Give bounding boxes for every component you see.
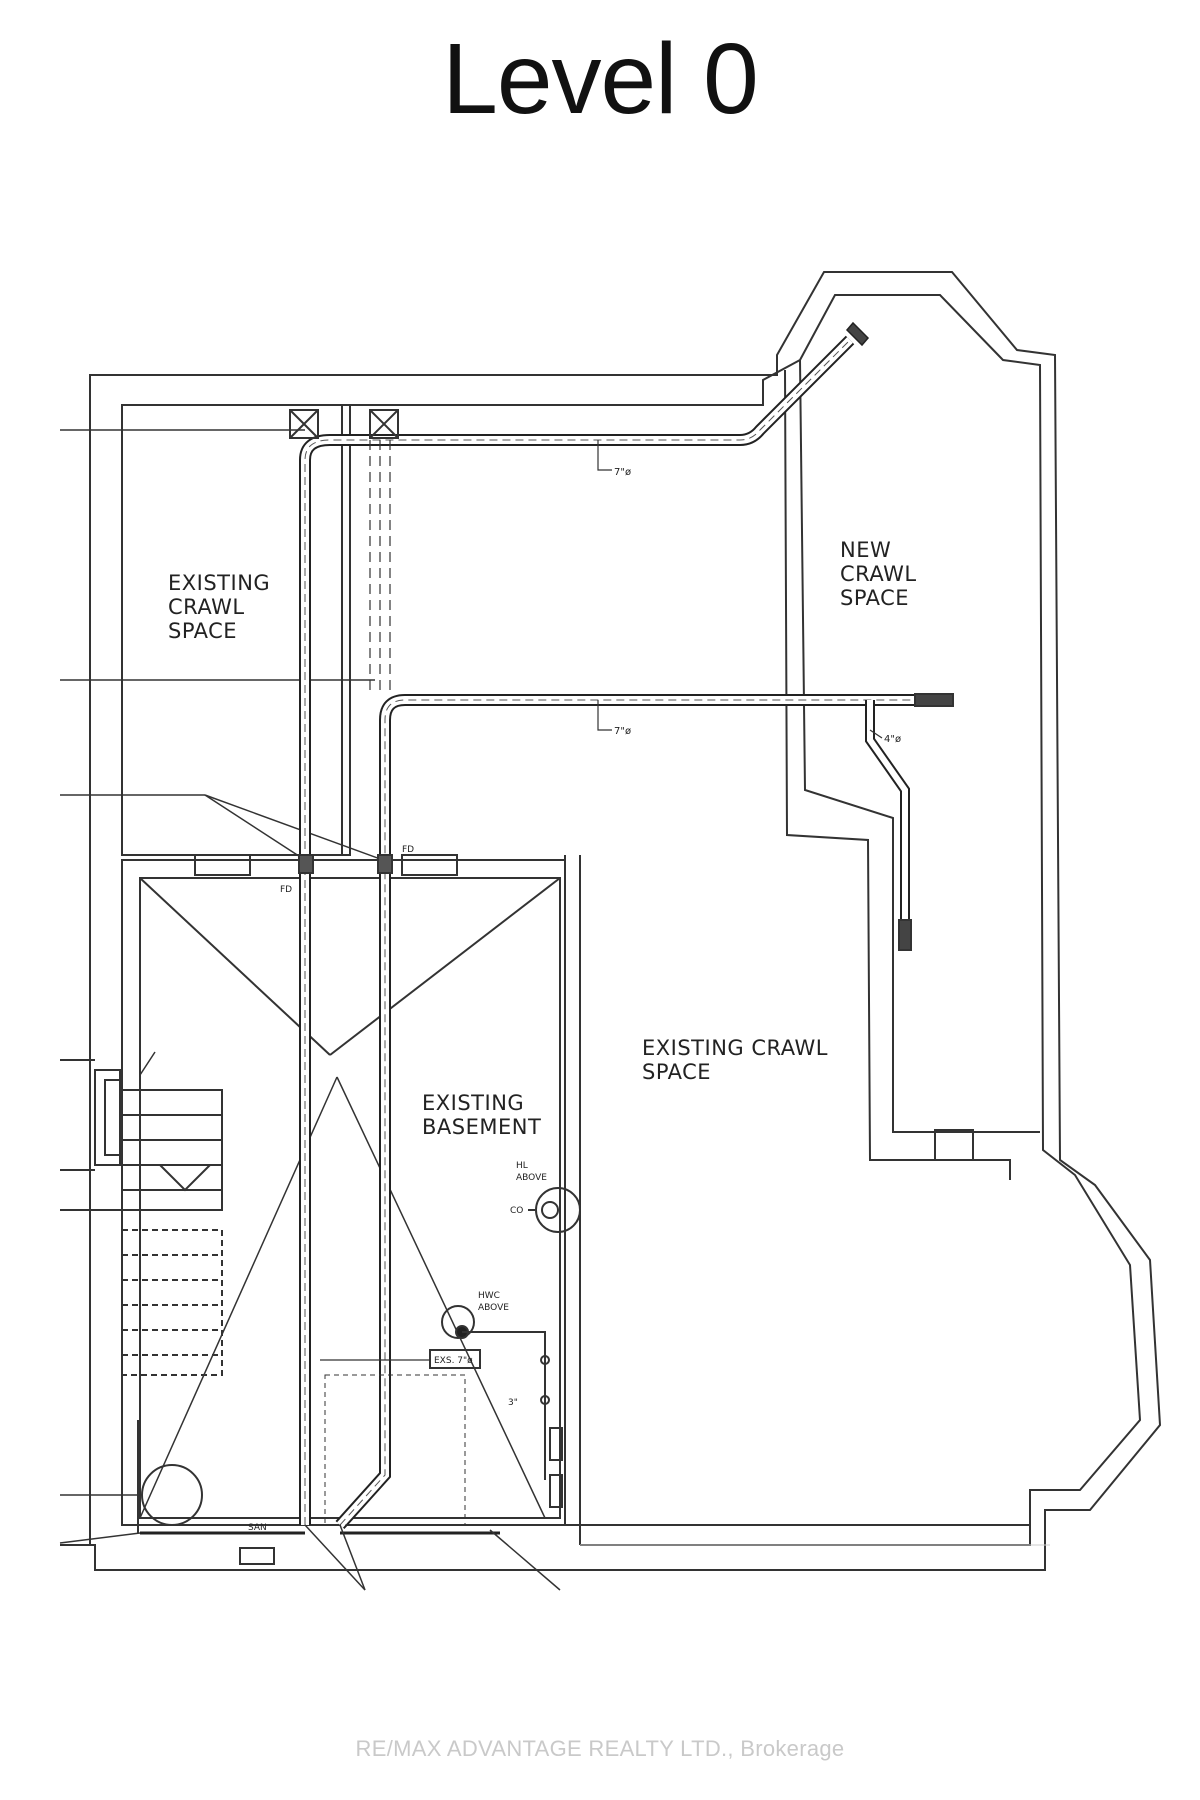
duct-size-label: 7"ø bbox=[614, 726, 631, 737]
pipe-label: SAN bbox=[248, 1523, 267, 1533]
basement-outer bbox=[121, 859, 566, 1526]
svg-text:NEW: NEW bbox=[840, 538, 891, 562]
svg-text:CRAWL: CRAWL bbox=[840, 562, 917, 586]
room-label: BASEMENT bbox=[422, 1115, 541, 1139]
svg-text:SPACE: SPACE bbox=[168, 619, 237, 643]
room-label: NEW bbox=[840, 538, 891, 562]
room-label: SPACE bbox=[642, 1060, 711, 1084]
svg-text:EXISTING CRAWL: EXISTING CRAWL bbox=[642, 1036, 828, 1060]
svg-text:EXISTING: EXISTING bbox=[422, 1091, 524, 1115]
room-label: CRAWL bbox=[840, 562, 917, 586]
page-title: Level 0 bbox=[442, 23, 758, 135]
crawl-right-wall bbox=[564, 855, 1030, 1526]
inner-wall bbox=[122, 294, 1142, 1546]
stair bbox=[121, 1089, 223, 1211]
hl-unit bbox=[535, 1187, 581, 1233]
svg-text:BASEMENT: BASEMENT bbox=[422, 1115, 541, 1139]
pipe-label: 3" bbox=[508, 1398, 518, 1408]
new-crawl-wall-inner bbox=[784, 369, 1011, 1180]
fire-damper-label: FD bbox=[280, 885, 292, 895]
svg-text:SPACE: SPACE bbox=[642, 1060, 711, 1084]
middle-wall bbox=[349, 405, 581, 1545]
room-label: EXISTING CRAWL bbox=[642, 1036, 828, 1060]
room-label: CRAWL bbox=[168, 595, 245, 619]
room-label: EXISTING bbox=[422, 1091, 524, 1115]
svg-text:SPACE: SPACE bbox=[840, 586, 909, 610]
room-label: SPACE bbox=[840, 586, 909, 610]
hwc-unit bbox=[441, 1305, 475, 1339]
crawl-opening bbox=[934, 1129, 974, 1161]
duct-size-label: 7"ø bbox=[614, 467, 631, 478]
equipment-label: ABOVE bbox=[478, 1303, 509, 1313]
crawl-left-inner bbox=[341, 404, 351, 856]
room-label: EXISTING bbox=[168, 571, 270, 595]
equipment-label: ABOVE bbox=[516, 1173, 547, 1183]
basement-inner bbox=[139, 877, 561, 1519]
existing-duct-box bbox=[429, 1349, 481, 1369]
duct-size-label: 4"ø bbox=[884, 734, 901, 745]
new-crawl-wall bbox=[799, 359, 1040, 1133]
svg-text:EXISTING: EXISTING bbox=[168, 571, 270, 595]
outer-wall bbox=[60, 271, 1162, 1571]
fire-damper-label: FD bbox=[402, 845, 414, 855]
room-label: SPACE bbox=[168, 619, 237, 643]
equipment-label: HWC bbox=[478, 1291, 500, 1301]
svg-text:CRAWL: CRAWL bbox=[168, 595, 245, 619]
equipment-label: CO bbox=[510, 1206, 523, 1216]
duct-label: EXS. 7"ø bbox=[434, 1356, 473, 1366]
watermark: RE/MAX ADVANTAGE REALTY LTD., Brokerage bbox=[355, 1736, 845, 1761]
equipment-label: HL bbox=[516, 1161, 528, 1171]
tank bbox=[141, 1464, 203, 1526]
